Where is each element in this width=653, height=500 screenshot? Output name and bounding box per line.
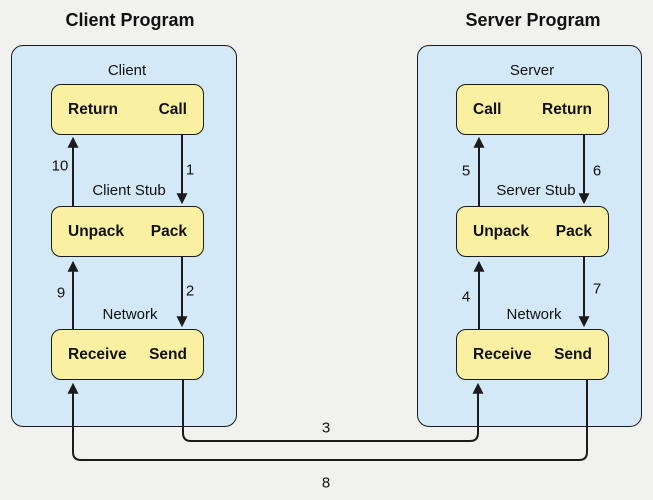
server-network-box: Receive Send bbox=[456, 329, 609, 380]
client-section-label: Client bbox=[107, 62, 147, 79]
server-send-label: Send bbox=[554, 345, 592, 363]
client-stub-section-label: Client Stub bbox=[92, 182, 166, 199]
client-network-box: Receive Send bbox=[51, 329, 204, 380]
server-stub-section-label: Server Stub bbox=[496, 182, 576, 199]
server-stub-box: Unpack Pack bbox=[456, 206, 609, 257]
client-app-box: Return Call bbox=[51, 84, 204, 135]
arrow-3-label: 3 bbox=[321, 419, 331, 437]
server-section-label: Server bbox=[509, 62, 555, 79]
server-app-box: Call Return bbox=[456, 84, 609, 135]
client-receive-label: Receive bbox=[68, 345, 127, 363]
server-network-section-label: Network bbox=[506, 306, 562, 323]
client-network-section-label: Network bbox=[102, 306, 158, 323]
arrow-5-label: 5 bbox=[461, 162, 471, 180]
client-stub-box: Unpack Pack bbox=[51, 206, 204, 257]
client-send-label: Send bbox=[149, 345, 187, 363]
client-pack-label: Pack bbox=[150, 222, 187, 240]
arrow-7-label: 7 bbox=[592, 280, 602, 298]
server-pack-label: Pack bbox=[555, 222, 592, 240]
server-program-title: Server Program bbox=[465, 10, 601, 30]
arrow-10-label: 10 bbox=[51, 157, 69, 175]
client-call-label: Call bbox=[158, 100, 187, 118]
server-receive-label: Receive bbox=[473, 345, 532, 363]
arrow-4-label: 4 bbox=[461, 288, 471, 306]
arrow-1-label: 1 bbox=[185, 161, 195, 179]
server-call-label: Call bbox=[473, 100, 502, 118]
server-unpack-label: Unpack bbox=[473, 222, 529, 240]
arrow-2-label: 2 bbox=[185, 282, 195, 300]
arrow-8-label: 8 bbox=[321, 474, 331, 492]
client-return-label: Return bbox=[68, 100, 118, 118]
client-unpack-label: Unpack bbox=[68, 222, 124, 240]
arrow-6-label: 6 bbox=[592, 162, 602, 180]
server-return-label: Return bbox=[542, 100, 592, 118]
client-program-title: Client Program bbox=[65, 10, 195, 30]
arrow-9-label: 9 bbox=[56, 284, 66, 302]
